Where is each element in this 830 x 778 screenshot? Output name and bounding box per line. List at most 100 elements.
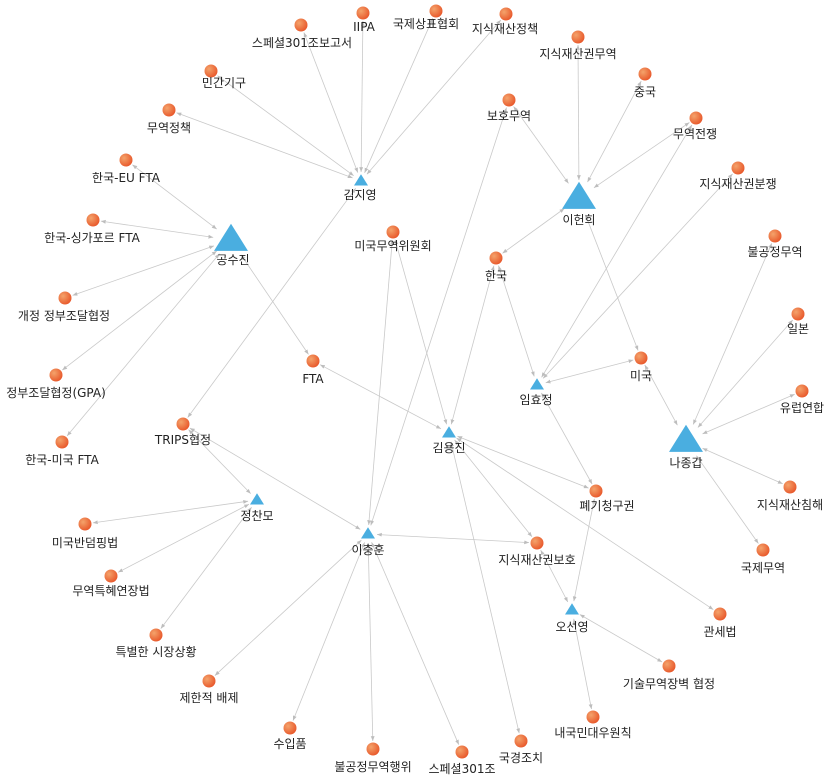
node-k_tradewar[interactable]: 무역전쟁 (673, 111, 717, 142)
keyword-ball-icon[interactable] (86, 213, 100, 227)
keyword-ball-icon[interactable] (356, 6, 370, 20)
keyword-ball-icon[interactable] (756, 543, 770, 557)
node-gongsujin[interactable]: 공수진 (214, 223, 250, 267)
node-k_usitc[interactable]: 미국무역위원회 (354, 225, 432, 254)
node-k_ippolicy[interactable]: 지식재산정책 (472, 7, 538, 37)
node-k_private[interactable]: 민간기구 (202, 64, 246, 91)
author-triangle-icon[interactable] (530, 378, 544, 390)
node-k_revgpa[interactable]: 개정 정부조달협정 (18, 291, 110, 324)
keyword-ball-icon[interactable] (104, 569, 118, 583)
author-triangle-icon[interactable] (214, 223, 248, 251)
keyword-ball-icon[interactable] (306, 354, 320, 368)
author-triangle-icon[interactable] (361, 527, 375, 539)
keyword-ball-icon[interactable] (78, 517, 92, 531)
author-triangle-icon[interactable] (354, 174, 368, 186)
node-k_korea[interactable]: 한국 (485, 251, 507, 284)
node-k_ipdispute[interactable]: 지식재산권분쟁 (699, 161, 777, 192)
node-k_koreaus[interactable]: 한국-미국 FTA (25, 435, 100, 468)
node-limhyojung[interactable]: 임효정 (519, 378, 553, 407)
node-k_iptrade[interactable]: 지식재산권무역 (539, 30, 617, 62)
node-kimyongjin[interactable]: 김용진 (432, 426, 466, 455)
author-triangle-icon[interactable] (562, 181, 596, 209)
node-k_special301[interactable]: 스페셜301조 (428, 745, 496, 777)
node-k_china[interactable]: 중국 (634, 67, 656, 100)
node-k_ipinfringe[interactable]: 지식재산침해 (757, 480, 823, 513)
keyword-ball-icon[interactable] (713, 607, 727, 621)
node-label: 특별한 시장상황 (115, 645, 196, 659)
node-k_trips[interactable]: TRIPS협정 (154, 417, 211, 448)
author-triangle-icon[interactable] (669, 424, 703, 452)
node-k_inttrade[interactable]: 국제무역 (741, 543, 785, 576)
keyword-ball-icon[interactable] (149, 628, 163, 642)
node-leechunghoon[interactable]: 이충훈 (351, 527, 385, 557)
node-k_border[interactable]: 국경조치 (499, 734, 543, 766)
keyword-ball-icon[interactable] (768, 229, 782, 243)
node-k_restrictive[interactable]: 제한적 배제 (179, 674, 239, 706)
node-kimjiyoung[interactable]: 김지영 (343, 174, 377, 202)
node-k_exhaustion[interactable]: 폐기청구권 (579, 484, 635, 514)
node-k_gpa[interactable]: 정부조달협정(GPA) (6, 368, 106, 401)
node-k_customs[interactable]: 관세법 (703, 607, 737, 640)
node-k_fta[interactable]: FTA (302, 354, 324, 387)
keyword-ball-icon[interactable] (530, 536, 544, 550)
node-k_unfairact[interactable]: 불공정무역행위 (334, 742, 412, 775)
keyword-ball-icon[interactable] (55, 435, 69, 449)
keyword-ball-icon[interactable] (176, 417, 190, 431)
node-k_eu[interactable]: 유럽연합 (780, 384, 824, 416)
node-k_usa[interactable]: 미국 (630, 351, 652, 384)
node-leeheonhee[interactable]: 이헌희 (562, 181, 596, 227)
node-k_koreaeu[interactable]: 한국-EU FTA (92, 153, 161, 186)
keyword-ball-icon[interactable] (662, 659, 676, 673)
edge-gongsujin-k_revgpa (72, 245, 215, 296)
node-k_tradepolicy[interactable]: 무역정책 (147, 103, 191, 136)
keyword-ball-icon[interactable] (791, 307, 805, 321)
keyword-ball-icon[interactable] (455, 745, 469, 759)
keyword-ball-icon[interactable] (204, 64, 218, 78)
keyword-ball-icon[interactable] (589, 484, 603, 498)
node-label: 지식재산침해 (757, 498, 823, 512)
keyword-ball-icon[interactable] (202, 674, 216, 688)
keyword-ball-icon[interactable] (514, 734, 528, 748)
keyword-ball-icon[interactable] (795, 384, 809, 398)
node-k_japan[interactable]: 일본 (787, 307, 809, 337)
node-k_ipprotect[interactable]: 지식재산권보호 (498, 536, 576, 568)
keyword-ball-icon[interactable] (634, 351, 648, 365)
keyword-ball-icon[interactable] (689, 111, 703, 125)
keyword-ball-icon[interactable] (162, 103, 176, 117)
keyword-ball-icon[interactable] (366, 742, 380, 756)
node-k_tradeext[interactable]: 무역특혜연장법 (72, 569, 150, 599)
keyword-ball-icon[interactable] (731, 161, 745, 175)
node-k_special_market[interactable]: 특별한 시장상황 (115, 628, 197, 660)
node-k_unfairtrade[interactable]: 불공정무역 (747, 229, 803, 260)
keyword-ball-icon[interactable] (429, 4, 443, 18)
keyword-ball-icon[interactable] (49, 368, 63, 382)
node-k_intltrademark[interactable]: 국제상표협회 (393, 4, 459, 32)
keyword-ball-icon[interactable] (386, 225, 400, 239)
node-ohseonyoung[interactable]: 오선영 (555, 603, 589, 634)
node-k_import[interactable]: 수입품 (273, 721, 307, 752)
node-najonggap[interactable]: 나종갑 (669, 424, 703, 470)
keyword-ball-icon[interactable] (499, 7, 513, 21)
keyword-ball-icon[interactable] (638, 67, 652, 81)
node-k_iipa[interactable]: IIPA (353, 6, 376, 35)
edge-najonggap-k_ipinfringe (702, 447, 783, 485)
node-k_usantidumping[interactable]: 미국반덤핑법 (52, 517, 118, 551)
node-k_nationaltreat[interactable]: 내국민대우원칙 (554, 710, 632, 741)
node-k_koreasg[interactable]: 한국-싱가포르 FTA (44, 213, 141, 246)
keyword-ball-icon[interactable] (489, 251, 503, 265)
node-k_protectionism[interactable]: 보호무역 (487, 93, 531, 124)
node-k_special301report[interactable]: 스페셜301조보고서 (252, 18, 352, 51)
keyword-ball-icon[interactable] (283, 721, 297, 735)
node-k_tbt[interactable]: 기술무역장벽 협정 (623, 659, 715, 692)
keyword-ball-icon[interactable] (586, 710, 600, 724)
author-triangle-icon[interactable] (565, 603, 579, 615)
author-triangle-icon[interactable] (442, 426, 456, 438)
keyword-ball-icon[interactable] (58, 291, 72, 305)
node-jeongchanmo[interactable]: 정찬모 (240, 493, 274, 523)
keyword-ball-icon[interactable] (783, 480, 797, 494)
keyword-ball-icon[interactable] (294, 18, 308, 32)
keyword-ball-icon[interactable] (502, 93, 516, 107)
author-triangle-icon[interactable] (250, 493, 264, 505)
keyword-ball-icon[interactable] (571, 30, 585, 44)
keyword-ball-icon[interactable] (119, 153, 133, 167)
